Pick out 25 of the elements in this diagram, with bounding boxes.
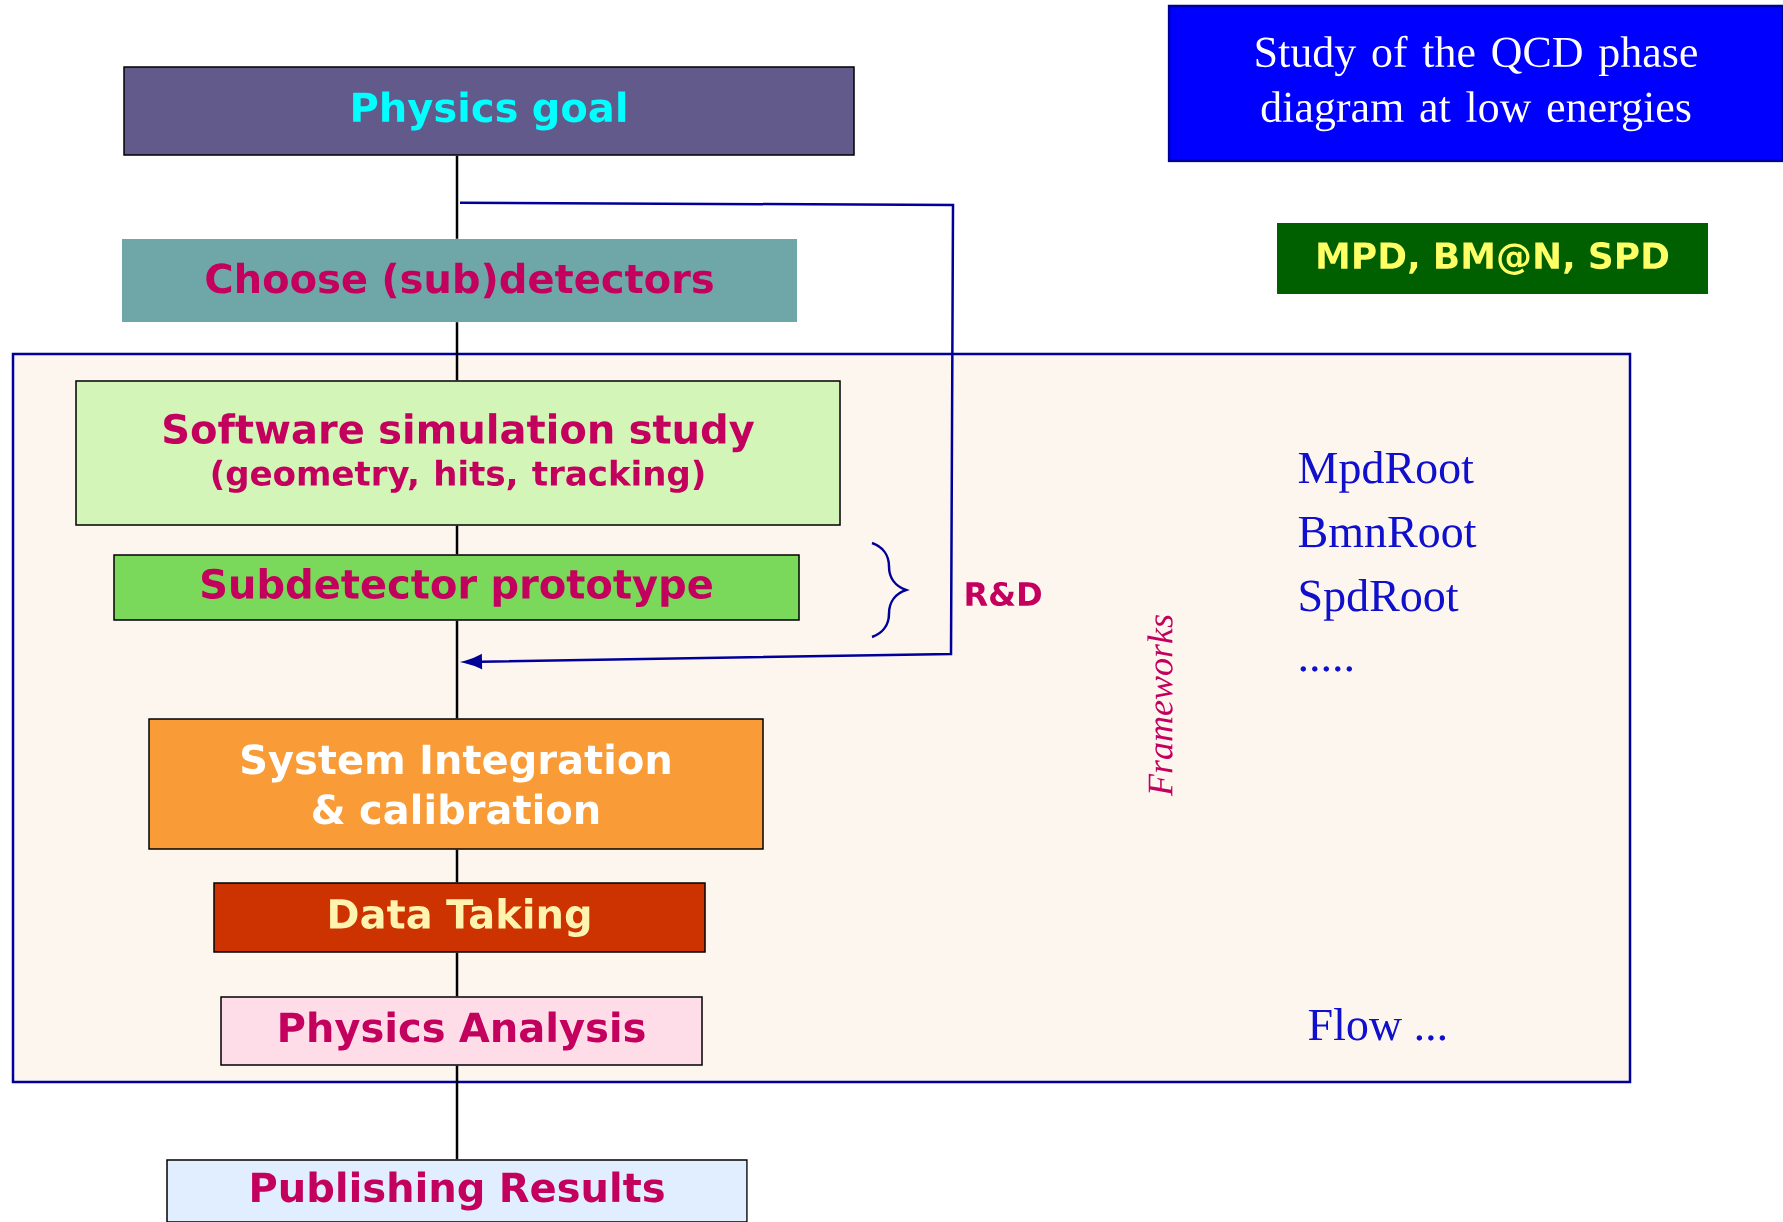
framework-name: BmnRoot bbox=[1298, 516, 1477, 548]
process-box: Choose (sub)detectors bbox=[122, 239, 797, 322]
framework-name: SpdRoot bbox=[1300, 579, 1459, 621]
connector-line bbox=[455, 525, 459, 555]
framework-name: MpdRoot bbox=[1298, 451, 1474, 493]
connector-line bbox=[455, 1065, 459, 1160]
connector-line bbox=[455, 322, 459, 381]
connector-line bbox=[455, 620, 459, 719]
connector-line bbox=[455, 155, 459, 239]
process-box: Subdetector prototype bbox=[113, 554, 800, 621]
process-box: Physics Analysis bbox=[220, 996, 703, 1066]
tag-box: MPD, BM@N, SPD bbox=[1277, 223, 1708, 294]
connector-line bbox=[455, 952, 459, 997]
note-label: Flow ... bbox=[1308, 1008, 1446, 1041]
feedback-arrow bbox=[460, 201, 955, 669]
title-box: Study of the QCD phase diagram at low energies bbox=[1167, 4, 1783, 163]
rotated-label: Frameworks bbox=[1147, 615, 1173, 797]
connector-line bbox=[455, 849, 459, 883]
rd-label: R&D bbox=[966, 581, 1041, 607]
ellipsis-label: ..... bbox=[1300, 666, 1352, 672]
process-box: System Integration & calibration bbox=[148, 718, 764, 850]
process-box: Data Taking bbox=[213, 882, 706, 953]
process-box: Publishing Results bbox=[166, 1159, 748, 1222]
process-box: Physics goal bbox=[123, 66, 855, 156]
process-box: Software simulation study (geometry, hits, tracking) bbox=[75, 380, 841, 526]
